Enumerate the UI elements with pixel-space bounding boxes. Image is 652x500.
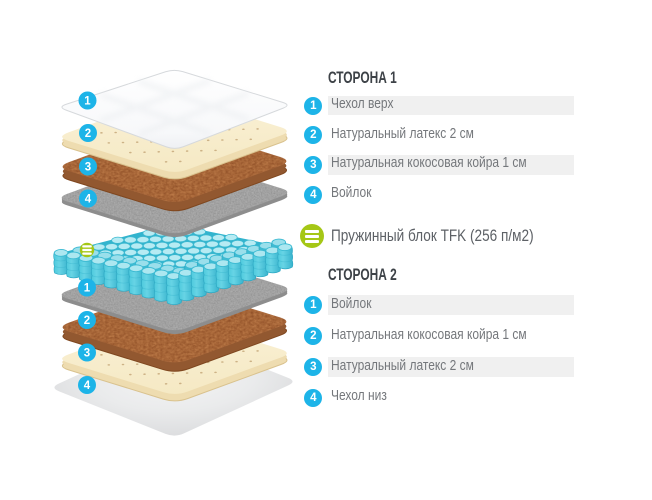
svg-text:3: 3 xyxy=(85,161,91,173)
svg-text:2: 2 xyxy=(84,315,90,327)
svg-text:1: 1 xyxy=(84,282,91,294)
svg-text:4: 4 xyxy=(84,380,91,392)
svg-text:3: 3 xyxy=(84,347,90,359)
svg-text:1: 1 xyxy=(84,95,91,107)
svg-text:2: 2 xyxy=(85,128,91,140)
svg-text:4: 4 xyxy=(85,193,92,205)
